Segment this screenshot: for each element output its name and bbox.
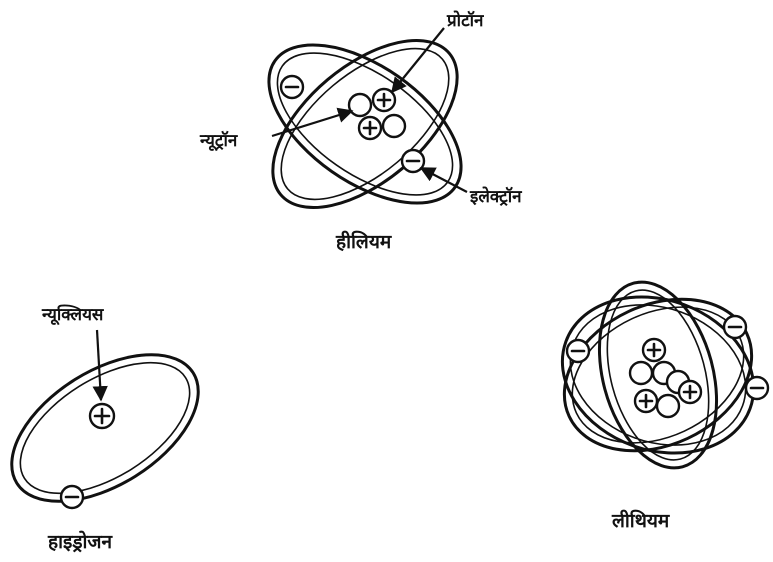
neutron-particle <box>630 362 652 384</box>
helium-caption: हीलियम <box>335 230 392 253</box>
hydrogen-caption: हाइड्रोजन <box>47 530 114 553</box>
neutron-particle <box>349 94 371 116</box>
proton-label: प्रोटॉन <box>446 10 484 31</box>
helium-atom: प्रोटॉन न्यूट्रॉन इलेक्ट्रॉन हीलियम <box>199 9 522 253</box>
electron-particle <box>281 76 303 98</box>
lithium-nucleus <box>630 339 701 417</box>
helium-nucleus <box>349 89 405 139</box>
electron-particle <box>567 340 589 362</box>
hydrogen-atom: न्यूक्लियस हाइड्रोजन <box>0 304 223 553</box>
proton-leader-arrow <box>392 28 444 92</box>
nucleus-label: न्यूक्लियस <box>41 304 105 326</box>
neutron-particle <box>657 395 679 417</box>
lithium-caption: लीथियम <box>611 509 670 532</box>
proton-particle <box>359 117 381 139</box>
proton-particle <box>679 381 701 403</box>
proton-particle <box>90 404 114 428</box>
proton-particle <box>635 390 657 412</box>
electron-particle <box>61 486 83 508</box>
electron-particle <box>746 377 768 399</box>
lithium-atom: लीथियम <box>540 269 773 532</box>
electron-label: इलेक्ट्रॉन <box>469 186 522 207</box>
electron-particle <box>724 316 746 338</box>
neutron-particle <box>383 115 405 137</box>
hydrogen-orbit <box>0 325 223 532</box>
neutron-label: न्यूट्रॉन <box>199 130 238 152</box>
proton-particle <box>643 339 665 361</box>
proton-particle <box>373 89 395 111</box>
